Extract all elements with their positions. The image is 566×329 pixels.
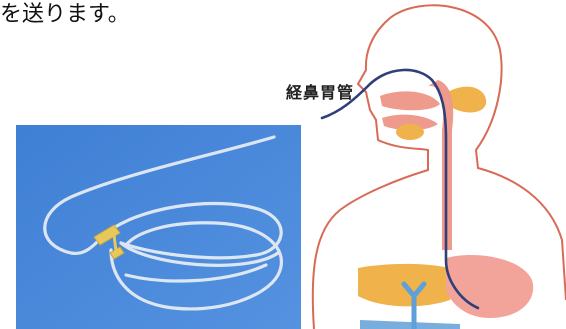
feeding-tube-photo-graphic — [16, 125, 301, 329]
nasogastric-tube-illustration — [300, 0, 566, 329]
feeding-tube-photo — [16, 125, 301, 329]
liver — [358, 264, 460, 306]
nasogastric-tube-label: 経鼻胃管 — [286, 79, 354, 103]
nasogastric-tube-anatomy-graphic — [300, 0, 566, 329]
tongue-shape — [396, 124, 424, 140]
oral-cavity — [380, 91, 440, 140]
duodenum — [360, 320, 460, 329]
caption-text: を送ります。 — [0, 0, 130, 30]
stomach — [446, 255, 533, 318]
salivary-gland — [448, 87, 486, 113]
